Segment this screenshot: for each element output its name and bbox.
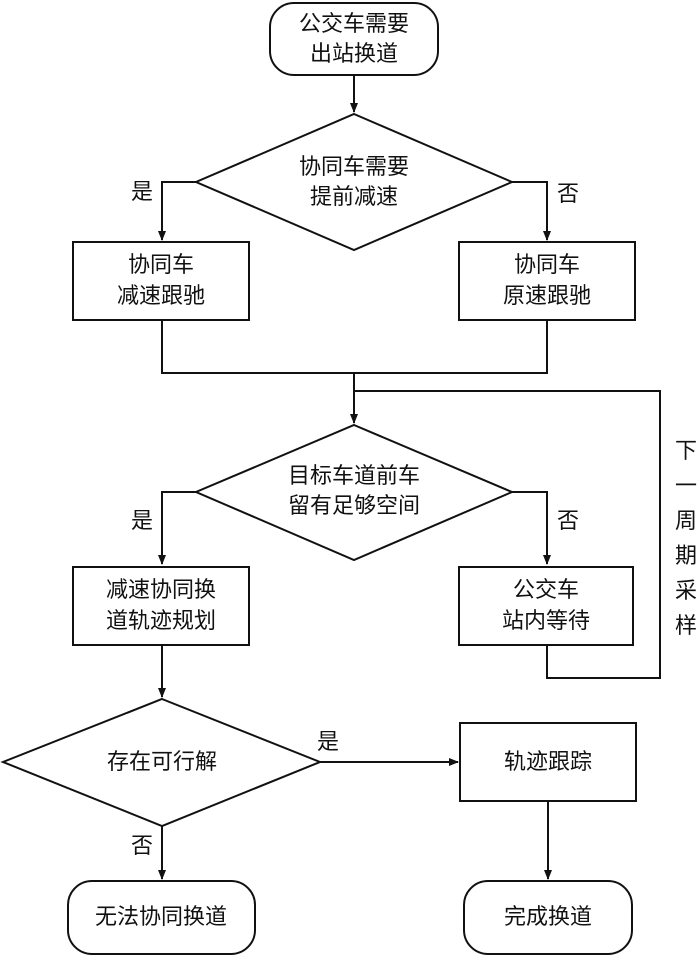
loop-label-char-5: 采: [675, 579, 697, 604]
planning-line-1: 减速协同换: [106, 578, 216, 603]
start-line-2: 出站换道: [310, 42, 398, 67]
decision1-yes-label: 是: [131, 180, 153, 205]
decision1-diamond: 协同车需要 提前减速: [193, 112, 515, 252]
tracking-shape: [459, 722, 637, 802]
decision3-diamond: 存在可行解: [0, 697, 323, 828]
done-terminal-shape: [463, 880, 633, 955]
fail-line-1: 无法协同换道: [95, 905, 227, 930]
decision1-no-label: 否: [557, 182, 579, 207]
planning-shape: [72, 566, 250, 646]
decision3-yes-label: 是: [317, 730, 339, 755]
edge-decision2-yes: [158, 491, 196, 565]
done-terminal: 完成换道: [463, 880, 633, 955]
decision3-line-1: 存在可行解: [107, 750, 217, 775]
slow-follow-shape: [72, 241, 250, 321]
done-line-1: 完成换道: [504, 905, 592, 930]
start-terminal: 公交车需要 出站换道: [269, 2, 439, 76]
decision2-diamond: 目标车道前车 留有足够空间: [193, 423, 515, 562]
loop-label-char-6: 样: [675, 614, 697, 639]
start-line-1: 公交车需要: [299, 12, 409, 37]
loop-label-char-4: 期: [675, 544, 697, 569]
keep-follow-line-1: 协同车: [514, 253, 580, 278]
decision2-line-2: 留有足够空间: [288, 494, 420, 519]
tracking-box: 轨迹跟踪: [459, 722, 637, 802]
loop-label-char-3: 周: [675, 509, 697, 534]
decision2-no-label: 否: [557, 509, 579, 534]
fail-terminal: 无法协同换道: [67, 880, 256, 955]
edge-decision1-no: [512, 181, 551, 241]
slow-follow-line-2: 减速跟驰: [117, 284, 205, 309]
decision1-line-2: 提前减速: [310, 185, 398, 210]
loop-label: 下 一 周 期 采 样: [675, 439, 697, 639]
wait-line-2: 站内等待: [502, 609, 590, 634]
wait-box: 公交车 站内等待: [458, 566, 634, 646]
edge-decision1-yes: [158, 181, 196, 241]
wait-line-1: 公交车: [513, 578, 579, 603]
decision1-line-1: 协同车需要: [299, 155, 409, 180]
planning-box: 减速协同换 道轨迹规划: [72, 566, 250, 646]
tracking-line-1: 轨迹跟踪: [504, 750, 592, 775]
keep-follow-box: 协同车 原速跟驰: [458, 241, 636, 321]
decision3-no-label: 否: [131, 834, 153, 859]
edge-merge: [161, 320, 548, 374]
edge-decision2-no: [512, 491, 551, 565]
decision2-yes-label: 是: [131, 509, 153, 534]
decision2-shape: [193, 423, 515, 562]
loop-label-char-1: 下: [675, 439, 697, 464]
wait-shape: [458, 566, 634, 646]
slow-follow-line-1: 协同车: [128, 253, 194, 278]
keep-follow-line-2: 原速跟驰: [503, 284, 591, 309]
fail-terminal-shape: [67, 880, 256, 955]
loop-label-char-2: 一: [675, 474, 697, 499]
decision2-line-1: 目标车道前车: [288, 464, 420, 489]
slow-follow-box: 协同车 减速跟驰: [72, 241, 250, 321]
decision1-shape: [193, 112, 515, 252]
planning-line-2: 道轨迹规划: [106, 609, 216, 634]
edge-loop-back: [354, 390, 661, 679]
